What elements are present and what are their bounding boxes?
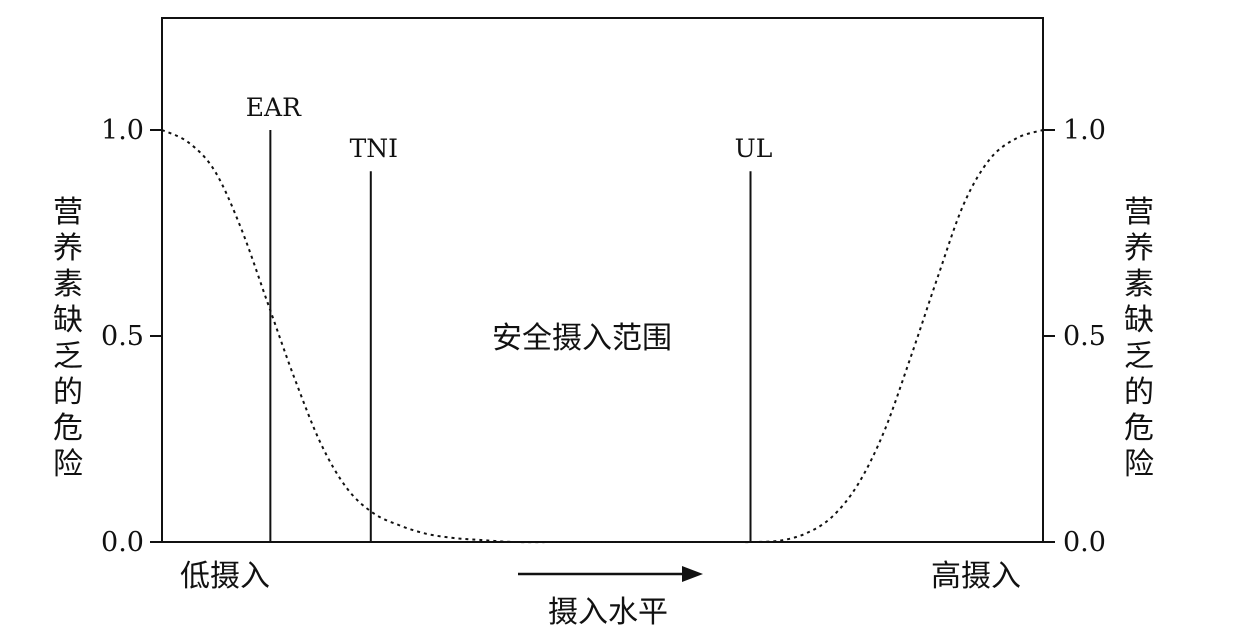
x-end-label: 高摄入: [931, 559, 1021, 594]
direction-arrow: [518, 566, 703, 582]
right-tick-label: 0.0: [1063, 527, 1106, 558]
left-tick-label: 0.0: [101, 527, 144, 558]
right-tick-label: 0.5: [1063, 321, 1106, 352]
x-axis-title: 摄入水平: [548, 595, 668, 630]
right-y-ticks: 0.0 0.5 1.0: [1043, 115, 1106, 558]
marker-label-ul: UL: [735, 134, 773, 163]
region-label: 安全摄入范围: [492, 321, 672, 356]
reference-markers: EAR TNI UL: [246, 93, 773, 542]
left-y-axis-title: 营养素缺乏的危险: [53, 195, 83, 482]
plot-frame: [161, 17, 1044, 543]
left-tick-label: 1.0: [101, 115, 144, 146]
marker-label-tni: TNI: [350, 134, 398, 163]
risk-curve: [161, 129, 1044, 544]
right-y-axis-title: 营养素缺乏的危险: [1124, 195, 1154, 482]
marker-label-ear: EAR: [246, 93, 302, 122]
right-tick-label: 1.0: [1063, 115, 1106, 146]
left-tick-label: 0.5: [101, 321, 144, 352]
x-start-label: 低摄入: [180, 559, 270, 594]
left-y-ticks: 0.0 0.5 1.0: [101, 115, 162, 558]
